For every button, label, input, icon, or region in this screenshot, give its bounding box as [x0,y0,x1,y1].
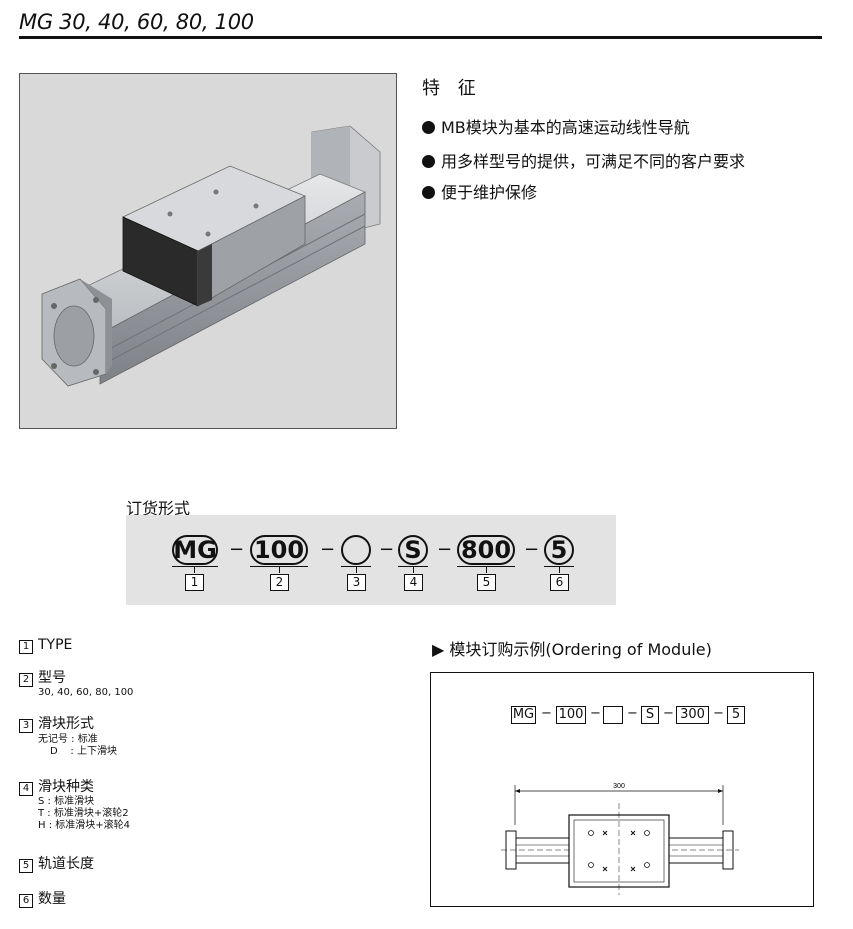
code-dash: − [229,539,245,560]
code-pill [457,535,515,565]
segment-number: 6 [550,574,569,591]
code-pill [172,535,218,565]
feature-item: MB模块为基本的高速运动线性导航 [422,114,690,138]
code-dash: − [320,539,336,560]
spec-detail: H : 标准滑块+滚轮4 [38,820,130,831]
code-dash: − [590,706,601,721]
bullet-icon [422,155,435,168]
spec-detail: D : 上下滑块 [50,746,117,757]
code-dash: − [524,539,540,560]
segment-number: 5 [477,574,496,591]
example-code-quantity: 5 [727,706,745,724]
segment-number: 3 [347,574,366,591]
code-dash: − [379,539,395,560]
code-segment-rail-length: 800 [460,536,512,564]
ordering-code-box: MG 1 − 100 2 − 3 − S 4 − 800 5 − 5 6 [126,515,616,605]
segment-number: 1 [185,574,204,591]
linear-module-illustration [41,125,381,387]
example-diagram: MG − 100 − − S − 300 − 5 [430,672,814,907]
spec-detail: 30, 40, 60, 80, 100 [38,687,134,698]
module-drawing: 300 [501,783,739,895]
bullet-icon [422,121,435,134]
ordering-title: 订货形式 [126,499,191,518]
spec-detail: 无记号 : 标准 [38,734,98,745]
code-pill [341,535,371,565]
code-segment-slider-type: S [404,536,422,564]
example-code-slider-type: S [641,706,659,724]
feature-item: 用多样型号的提供，可满足不同的客户要求 [422,148,745,172]
example-code-rail-length: 300 [676,706,709,724]
code-segment-type: MG [173,536,217,564]
header-rule [19,36,822,39]
dimension-label: 300 [613,783,625,790]
example-code-model: 100 [556,706,586,724]
bullet-icon [422,186,435,199]
example-code-slider-form [603,706,623,724]
product-image [19,73,397,429]
code-dash: − [541,706,552,721]
segment-number: 4 [404,574,423,591]
example-code-type: MG [511,706,536,724]
features-title: 特 征 [422,78,482,99]
spec-detail: S : 标准滑块 [38,796,95,807]
page-title: MG 30, 40, 60, 80, 100 [19,10,254,34]
code-pill [398,535,428,565]
code-pill [544,535,574,565]
feature-item: 便于维护保修 [422,179,537,203]
segment-number: 2 [270,574,289,591]
code-segment-quantity: 5 [550,536,568,564]
code-dash: − [663,706,674,721]
code-segment-model: 100 [253,536,305,564]
code-dash: − [437,539,453,560]
code-dash: − [627,706,638,721]
code-pill [250,535,308,565]
example-title: ▶ 模块订购示例(Ordering of Module) [432,640,712,659]
code-dash: − [713,706,724,721]
spec-detail: T : 标准滑块+滚轮2 [38,808,129,819]
